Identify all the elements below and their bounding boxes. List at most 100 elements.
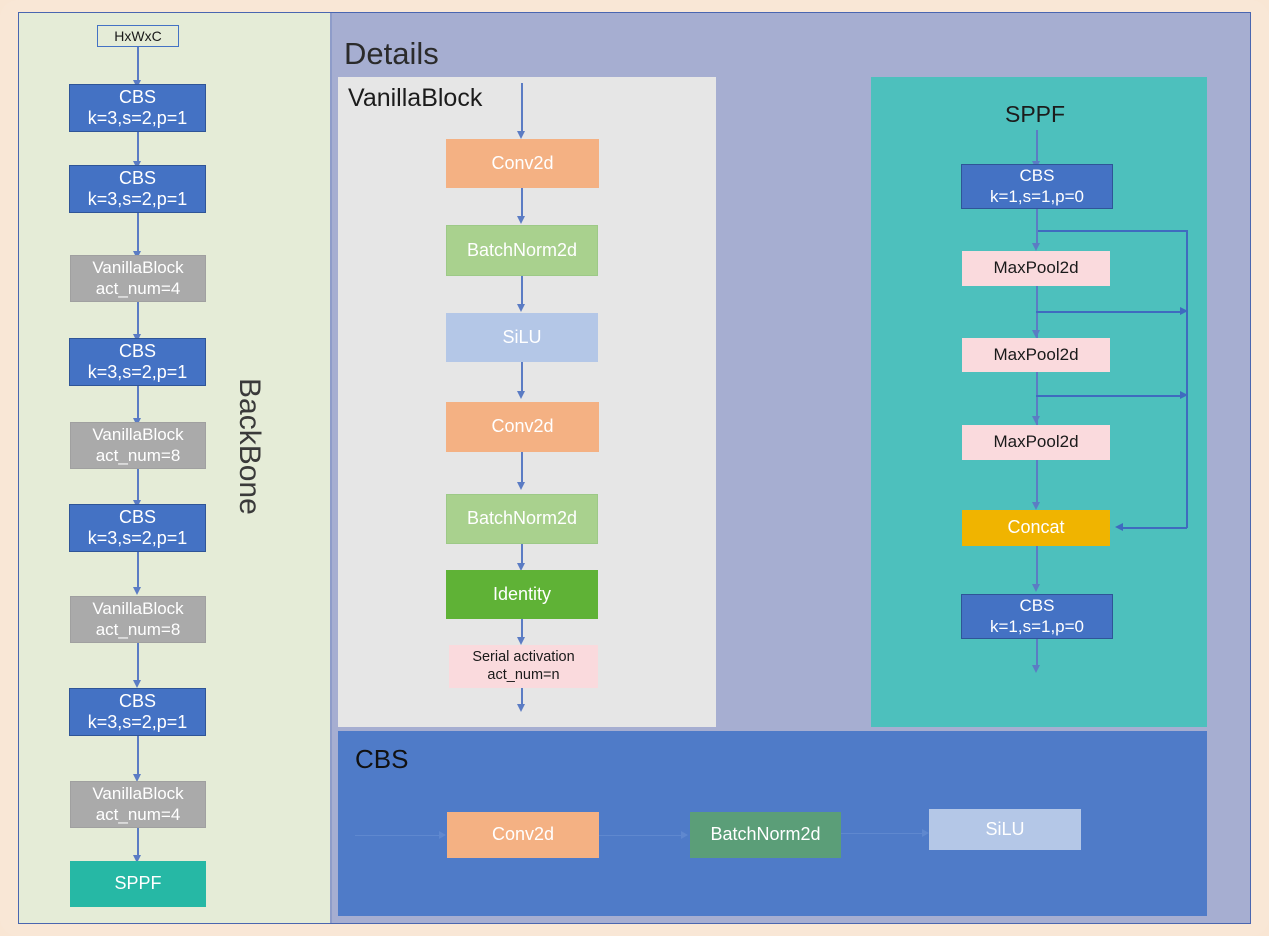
connector-arrow bbox=[1032, 584, 1040, 592]
node-label-line1: MaxPool2d bbox=[993, 432, 1079, 452]
skip-bus-to-concat bbox=[1122, 527, 1187, 529]
node-label-line1: CBS bbox=[118, 167, 156, 188]
connector-line bbox=[137, 386, 139, 422]
connector-line bbox=[137, 132, 139, 165]
sppf-node-maxpool2d-2[interactable]: MaxPool2d bbox=[962, 338, 1110, 372]
backbone-node-vanillablock-2[interactable]: VanillaBlock act_num=8 bbox=[70, 422, 206, 469]
vanilla-node-batchnorm2d-2[interactable]: BatchNorm2d bbox=[446, 494, 598, 544]
details-title: Details bbox=[344, 36, 439, 71]
sppf-title: SPPF bbox=[1005, 101, 1066, 127]
cbs-connector-in bbox=[355, 835, 440, 837]
node-label-line1: BatchNorm2d bbox=[466, 239, 578, 260]
vanilla-node-conv2d-1[interactable]: Conv2d bbox=[446, 139, 599, 188]
connector-line bbox=[521, 276, 523, 308]
connector-line bbox=[1036, 286, 1038, 340]
node-label-line1: CBS bbox=[118, 340, 156, 361]
connector-line bbox=[1036, 546, 1038, 588]
connector-line bbox=[521, 188, 523, 220]
vanilla-node-batchnorm2d-1[interactable]: BatchNorm2d bbox=[446, 225, 598, 276]
node-label-line1: CBS bbox=[118, 506, 156, 527]
backbone-node-cbs-4[interactable]: CBS k=3,s=2,p=1 bbox=[69, 504, 206, 552]
connector-line bbox=[137, 736, 139, 778]
backbone-node-cbs-2[interactable]: CBS k=3,s=2,p=1 bbox=[69, 165, 206, 213]
node-label-line2: k=3,s=2,p=1 bbox=[87, 362, 188, 382]
connector-line bbox=[521, 688, 523, 708]
connector-arrow bbox=[517, 216, 525, 224]
node-label-line1: SPPF bbox=[114, 873, 162, 894]
sppf-node-maxpool2d-1[interactable]: MaxPool2d bbox=[962, 251, 1110, 286]
node-label-line1: BatchNorm2d bbox=[466, 508, 578, 529]
node-label-line1: CBS bbox=[118, 690, 156, 711]
node-label-line1: Conv2d bbox=[491, 152, 554, 173]
cbs-node-conv2d[interactable]: Conv2d bbox=[447, 812, 599, 858]
connector-arrow bbox=[133, 774, 141, 782]
sppf-node-concat[interactable]: Concat bbox=[962, 510, 1110, 546]
connector-line bbox=[137, 469, 139, 504]
connector-arrow bbox=[1032, 416, 1040, 424]
vanilla-node-conv2d-2[interactable]: Conv2d bbox=[446, 402, 599, 452]
connector-arrow bbox=[133, 855, 141, 863]
node-label-line2: k=3,s=2,p=1 bbox=[87, 528, 188, 548]
vanilla-node-serial-activation[interactable]: Serial activation act_num=n bbox=[449, 645, 598, 688]
skip-branch-1-horizontal bbox=[1036, 230, 1188, 232]
node-label-line1: CBS bbox=[1019, 596, 1055, 616]
node-label-line2: k=1,s=1,p=0 bbox=[989, 616, 1085, 636]
node-input-hxwxc[interactable]: HxWxC bbox=[97, 25, 179, 47]
vanilla-node-identity[interactable]: Identity bbox=[446, 570, 598, 619]
connector-line bbox=[521, 83, 523, 135]
connector-line bbox=[137, 47, 139, 83]
connector-line bbox=[521, 544, 523, 567]
node-label-line1: Conv2d bbox=[491, 416, 554, 437]
backbone-node-sppf[interactable]: SPPF bbox=[70, 861, 206, 907]
connector-line bbox=[1036, 130, 1038, 165]
node-label-line1: SiLU bbox=[502, 326, 542, 347]
backbone-node-vanillablock-3[interactable]: VanillaBlock act_num=8 bbox=[70, 596, 206, 643]
sppf-node-cbs-out[interactable]: CBS k=1,s=1,p=0 bbox=[961, 594, 1113, 639]
node-label: HxWxC bbox=[114, 27, 162, 44]
skip-bus-to-concat-arrow bbox=[1115, 523, 1123, 531]
connector-arrow bbox=[1032, 243, 1040, 251]
connector-line bbox=[1036, 639, 1038, 669]
node-label-line2: act_num=4 bbox=[95, 278, 181, 298]
node-label-line2: k=3,s=2,p=1 bbox=[87, 712, 188, 732]
sppf-node-cbs-in[interactable]: CBS k=1,s=1,p=0 bbox=[961, 164, 1113, 209]
connector-arrow bbox=[1032, 665, 1040, 673]
backbone-node-vanillablock-4[interactable]: VanillaBlock act_num=4 bbox=[70, 781, 206, 828]
cbs-connector-in-arrow bbox=[439, 831, 446, 839]
skip-bus-vertical bbox=[1036, 209, 1038, 231]
backbone-node-cbs-3[interactable]: CBS k=3,s=2,p=1 bbox=[69, 338, 206, 386]
backbone-node-vanillablock-1[interactable]: VanillaBlock act_num=4 bbox=[70, 255, 206, 302]
node-label-line1: VanillaBlock bbox=[92, 258, 184, 278]
vanillablock-title: VanillaBlock bbox=[348, 84, 483, 112]
backbone-node-cbs-1[interactable]: CBS k=3,s=2,p=1 bbox=[69, 84, 206, 132]
connector-line bbox=[137, 643, 139, 684]
node-label-line1: CBS bbox=[1019, 166, 1055, 186]
cbs-node-silu[interactable]: SiLU bbox=[929, 809, 1081, 850]
connector-line bbox=[137, 213, 139, 255]
backbone-node-cbs-5[interactable]: CBS k=3,s=2,p=1 bbox=[69, 688, 206, 736]
connector-arrow bbox=[1032, 330, 1040, 338]
node-label-line2: k=3,s=2,p=1 bbox=[87, 189, 188, 209]
sppf-node-maxpool2d-3[interactable]: MaxPool2d bbox=[962, 425, 1110, 460]
node-label-line1: MaxPool2d bbox=[993, 258, 1079, 278]
node-label-line2: k=3,s=2,p=1 bbox=[87, 108, 188, 128]
connector-line bbox=[521, 619, 523, 641]
skip-branch-3-arrow bbox=[1180, 391, 1188, 399]
node-label-line2: act_num=n bbox=[487, 666, 560, 683]
node-label-line2: act_num=8 bbox=[95, 445, 181, 465]
node-label-line1: VanillaBlock bbox=[92, 784, 184, 804]
cbs-connector-2 bbox=[841, 833, 925, 835]
connector-line bbox=[1036, 460, 1038, 506]
node-label-line1: SiLU bbox=[985, 818, 1025, 839]
cbs-connector-2-arrow bbox=[922, 829, 929, 837]
skip-branch-2-arrow bbox=[1180, 307, 1188, 315]
vanilla-node-silu[interactable]: SiLU bbox=[446, 313, 598, 362]
connector-arrow bbox=[517, 563, 525, 571]
connector-arrow bbox=[517, 482, 525, 490]
node-label-line1: Identity bbox=[492, 583, 552, 604]
node-label-line1: Serial activation bbox=[472, 649, 575, 666]
cbs-title: CBS bbox=[355, 744, 409, 774]
cbs-node-batchnorm2d[interactable]: BatchNorm2d bbox=[690, 812, 841, 858]
connector-arrow bbox=[517, 637, 525, 645]
